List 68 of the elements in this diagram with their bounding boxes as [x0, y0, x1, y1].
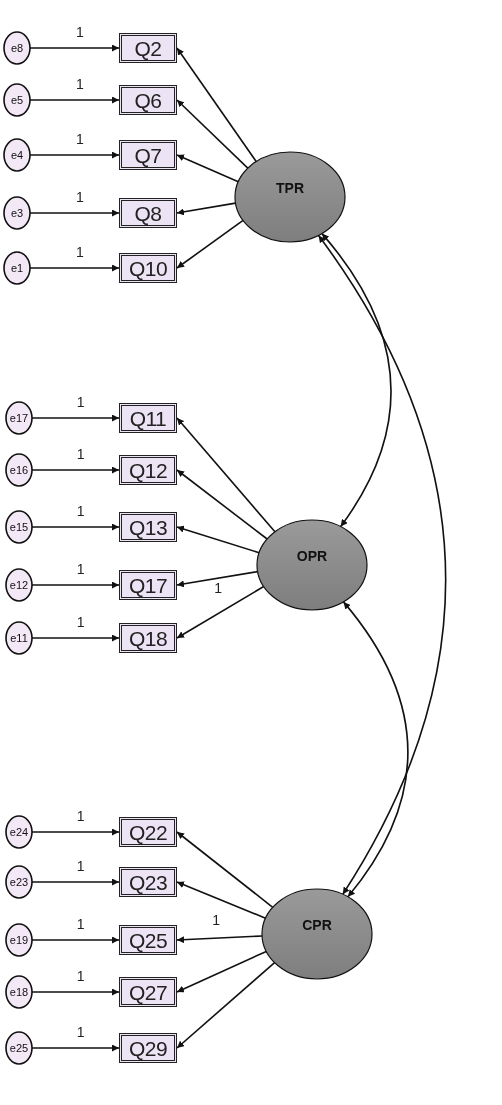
- edge-label: 1: [75, 969, 86, 983]
- error-term-label: e19: [6, 924, 32, 956]
- arrow: [176, 219, 244, 269]
- observed-variable-box: Q27: [119, 977, 177, 1007]
- observed-variable-box: Q17: [119, 570, 177, 600]
- error-term-label: e18: [6, 976, 32, 1008]
- latent-variable-label: OPR: [257, 520, 367, 610]
- error-term-label: e3: [4, 197, 30, 229]
- edge-label: 1: [75, 562, 86, 576]
- error-term-label: e24: [6, 816, 32, 848]
- error-term-label: e15: [6, 511, 32, 543]
- observed-variable-box: Q2: [119, 33, 177, 63]
- double-headed-arrow: [342, 601, 409, 898]
- arrow: [176, 950, 268, 993]
- arrow: [176, 881, 267, 919]
- arrow: [176, 469, 268, 540]
- observed-variable-box: Q11: [119, 403, 177, 433]
- error-term-label: e12: [6, 569, 32, 601]
- edge-label: 1: [75, 809, 86, 823]
- edge-label: 1: [75, 1025, 86, 1039]
- error-term-label: e23: [6, 866, 32, 898]
- observed-variable-box: Q29: [119, 1033, 177, 1063]
- observed-variable-box: Q10: [119, 253, 177, 283]
- arrow: [176, 961, 276, 1049]
- latent-variable-label: CPR: [262, 889, 372, 979]
- error-term-label: e5: [4, 84, 30, 116]
- edge-label: 1: [75, 395, 86, 409]
- error-term-label: e11: [6, 622, 32, 654]
- edge-label: 1: [74, 25, 85, 39]
- observed-variable-box: Q25: [119, 925, 177, 955]
- edge-label: 1: [211, 912, 222, 927]
- arrow: [176, 154, 240, 183]
- edge-label: 1: [75, 615, 86, 629]
- edge-label: 1: [75, 917, 86, 931]
- observed-variable-box: Q13: [119, 512, 177, 542]
- edge-label: 1: [74, 132, 85, 146]
- edge-label: 1: [74, 190, 85, 204]
- arrow: [176, 570, 259, 588]
- observed-variable-box: Q8: [119, 198, 177, 228]
- observed-variable-box: Q7: [119, 140, 177, 170]
- observed-variable-box: Q22: [119, 817, 177, 847]
- double-headed-arrow: [321, 232, 392, 528]
- arrow: [176, 202, 237, 216]
- observed-variable-box: Q12: [119, 455, 177, 485]
- edge-label: 1: [75, 859, 86, 873]
- error-term-label: e17: [6, 402, 32, 434]
- error-term-label: e25: [6, 1032, 32, 1064]
- arrow: [176, 525, 260, 554]
- error-term-label: e4: [4, 139, 30, 171]
- edge-label: 1: [74, 77, 85, 91]
- observed-variable-box: Q18: [119, 623, 177, 653]
- arrow: [176, 585, 265, 639]
- edge-label: 1: [213, 580, 224, 595]
- error-term-label: e1: [4, 252, 30, 284]
- double-headed-arrow: [317, 234, 447, 896]
- arrow: [176, 935, 263, 944]
- edge-label: 1: [75, 504, 86, 518]
- arrow: [176, 47, 257, 163]
- observed-variable-box: Q23: [119, 867, 177, 897]
- arrow: [176, 417, 276, 533]
- error-term-label: e16: [6, 454, 32, 486]
- observed-variable-box: Q6: [119, 85, 177, 115]
- edge-label: 1: [75, 447, 86, 461]
- arrow: [176, 99, 249, 169]
- edge-label: 1: [74, 245, 85, 259]
- arrow: [176, 831, 274, 909]
- latent-variable-label: TPR: [235, 152, 345, 242]
- error-term-label: e8: [4, 32, 30, 64]
